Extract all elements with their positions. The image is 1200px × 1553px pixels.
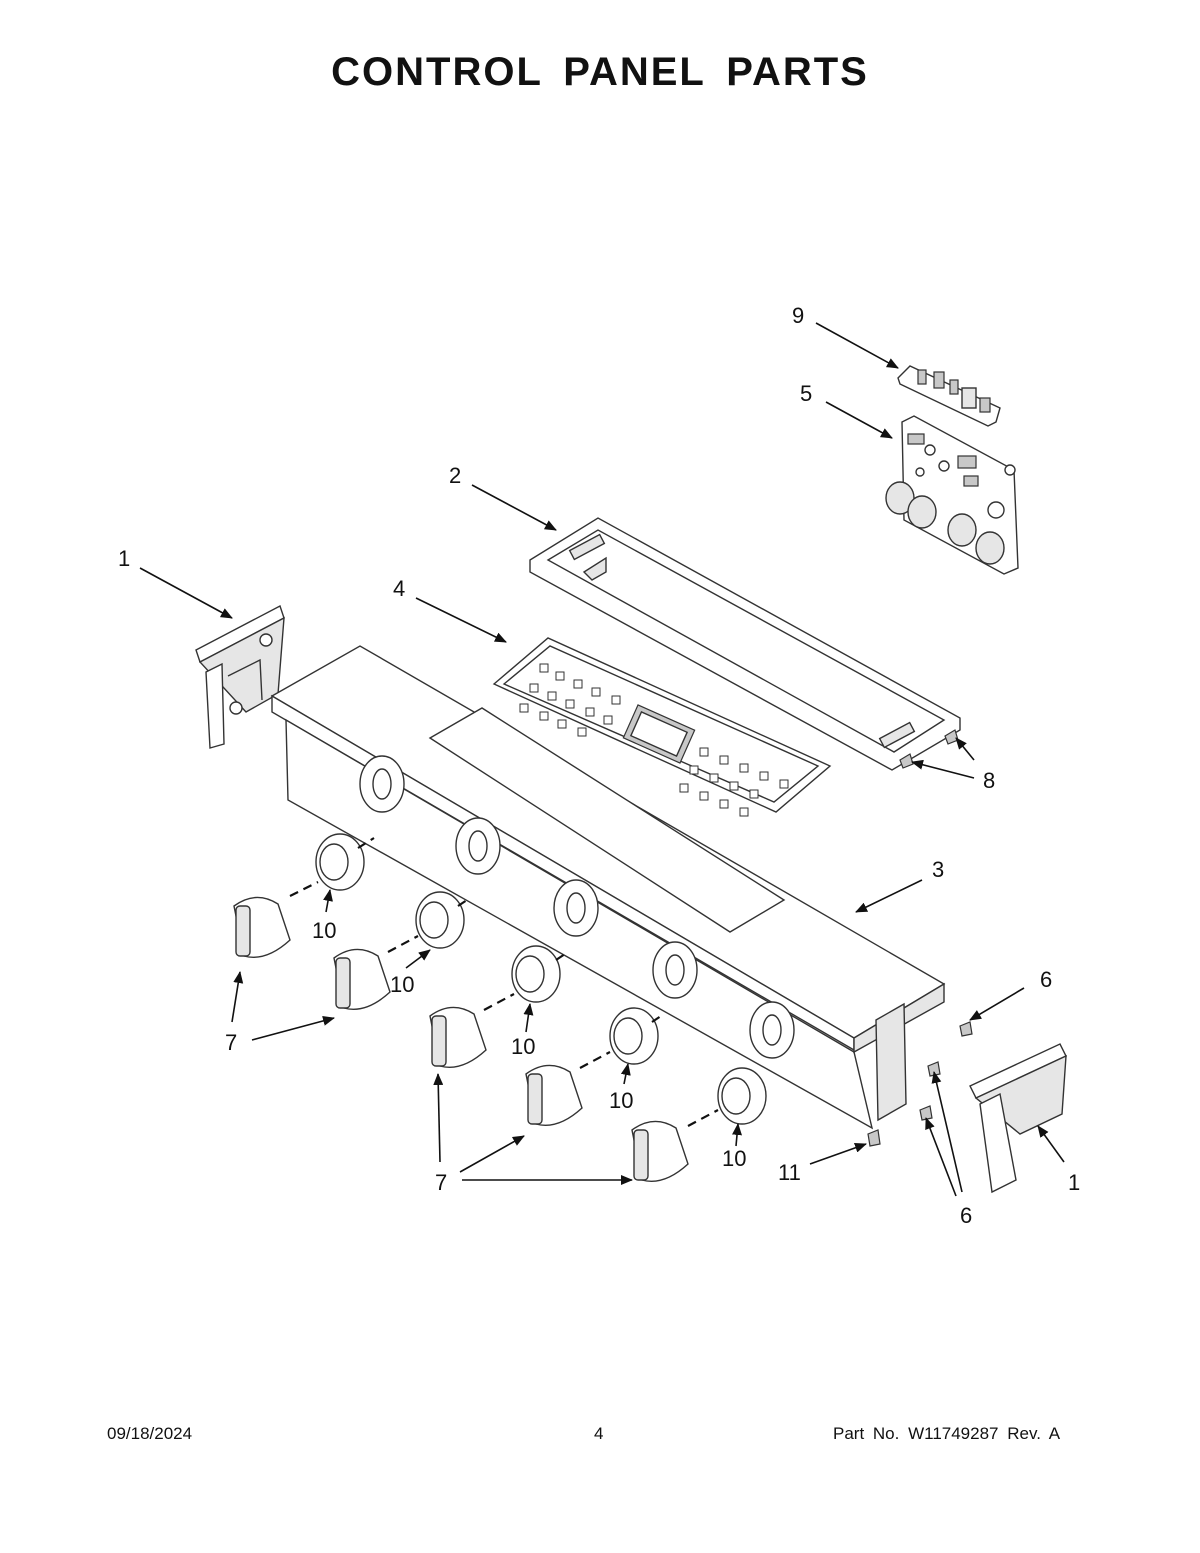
callout-5: 5 — [800, 381, 812, 406]
part-1-right-end-cap — [969, 1043, 1067, 1194]
part-5-control-board — [885, 415, 1019, 575]
callout-9: 9 — [792, 303, 804, 328]
callout-7-bottom: 7 — [435, 1170, 447, 1195]
callout-11: 11 — [778, 1160, 801, 1185]
part-10-knob-bezels — [315, 833, 767, 1125]
part-11-screw — [867, 1129, 881, 1147]
callout-10-e: 10 — [722, 1146, 746, 1171]
callout-6-top: 6 — [1040, 967, 1052, 992]
footer-page-number: 4 — [594, 1424, 604, 1443]
callout-labels: 1 2 4 9 5 8 3 6 6 1 11 7 7 10 10 10 10 1… — [118, 303, 1080, 1228]
part-6-screws — [919, 1021, 973, 1121]
callout-10-c: 10 — [511, 1034, 535, 1059]
footer-date: 09/18/2024 — [107, 1424, 193, 1443]
part-7-knobs — [233, 896, 689, 1182]
callout-10-a: 10 — [312, 918, 336, 943]
page-title: CONTROL PANEL PARTS — [331, 50, 869, 94]
part-4-keypad-overlay — [492, 637, 832, 817]
part-3-console-housing — [270, 645, 946, 1130]
part-1-left-end-cap — [195, 604, 285, 749]
callout-10-d: 10 — [609, 1088, 633, 1113]
assembly-dashed-lines — [289, 837, 719, 1127]
callout-3: 3 — [932, 857, 944, 882]
callout-10-b: 10 — [390, 972, 414, 997]
callout-6-bottom: 6 — [960, 1203, 972, 1228]
callout-8: 8 — [983, 768, 995, 793]
callout-1-right: 1 — [1068, 1170, 1080, 1195]
callout-7-left: 7 — [225, 1030, 237, 1055]
callout-arrows — [139, 322, 1065, 1197]
callout-4: 4 — [393, 576, 405, 601]
part-2-bracket-plate — [529, 517, 961, 771]
callout-1-left: 1 — [118, 546, 130, 571]
footer-part-number: Part No. W11749287 Rev. A — [833, 1424, 1061, 1443]
part-9-relay-board — [897, 365, 1001, 427]
callout-2: 2 — [449, 463, 461, 488]
